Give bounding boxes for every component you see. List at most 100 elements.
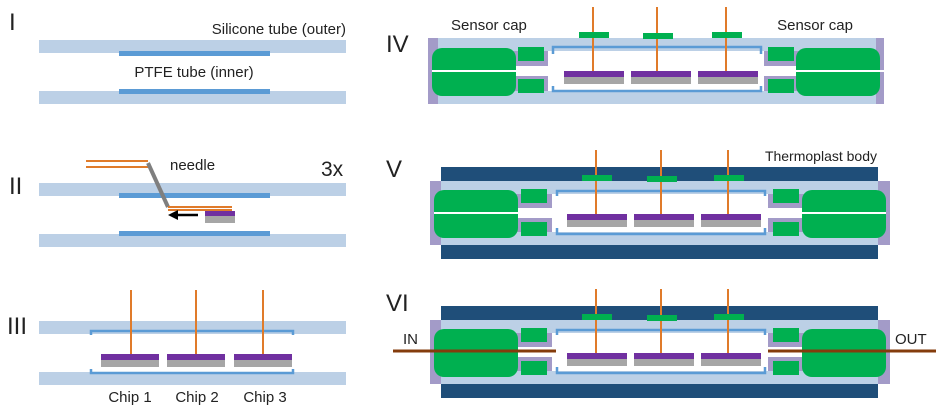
chip-1 [567,289,627,366]
silicone-tube-bottom-wall [441,232,878,245]
chip-3-electrode [701,214,761,220]
chip-3-sealant [712,32,742,38]
sensor-cap-left-plug [434,329,518,377]
ptfe-tube-top-wall [119,193,270,198]
thermoplast-body-label: Thermoplast body [765,148,877,164]
ptfe-tube-bottom-wall [119,89,270,94]
chip-2-electrode [634,214,694,220]
chip-1 [101,290,159,367]
chip-3 [701,150,761,227]
chip-3-substrate [701,220,761,227]
chip-electrode [205,211,235,216]
inlet-gap [518,208,554,218]
chip-3 [698,7,758,84]
chip-1-electrode [567,353,627,359]
chip-3 [701,289,761,366]
sensor-cap-left-seal-bottom [521,222,547,236]
chip-3-sealant [714,314,744,320]
sensor-cap-right-seal-bottom [773,361,799,375]
step-III: III Chip 1 Chip 2 Chip 3 [7,290,346,406]
step-label-I: I [9,9,16,36]
sensor-cap-right-seal-top [773,328,799,342]
chip-3 [234,290,292,367]
chip-2-sealant [647,315,677,321]
step-label-V: V [386,156,402,183]
chip-2-electrode [167,354,225,360]
silicone-tube-top-wall [39,40,346,53]
chip-2 [631,7,691,84]
sensor-cap-left-label: Sensor cap [451,17,527,34]
ptfe-tube-bottom-wall [555,228,767,236]
sensor-cap-left-seal-top [521,189,547,203]
ptfe-tube-bottom-wall [555,367,767,375]
chip-1-substrate [567,220,627,227]
inlet-gap [516,66,550,76]
chip-2 [634,150,694,227]
step-label-II: II [9,173,22,200]
chip-2-substrate [167,360,225,367]
chip-1-electrode [101,354,159,360]
sensor-cap-right-seal-top [773,189,799,203]
chip-1-label: Chip 1 [108,389,151,406]
ptfe-tube-bottom-wall [119,231,270,236]
chip-2-electrode [634,353,694,359]
chip-2-electrode [631,71,691,77]
step-VI: VI [386,289,936,398]
step-V: V [386,148,890,259]
repeat-count-label: 3x [321,158,344,181]
sensor-cap-left-seal-top [521,328,547,342]
chip-1 [564,7,624,84]
silicone-tube-bottom-wall [39,234,346,247]
step-I: I Silicone tube (outer) PTFE tube (inner… [9,9,346,104]
chip-3-sealant [714,175,744,181]
outlet-gap [766,208,802,218]
step-label-IV: IV [386,31,409,58]
chip-1 [567,150,627,227]
chip-3-electrode [234,354,292,360]
inlet-label: IN [403,331,418,348]
sensor-cap-right-seal-top [768,47,794,61]
chip-1-electrode [567,214,627,220]
step-label-III: III [7,313,27,340]
needle-label: needle [170,157,215,174]
silicone-tube-bottom-wall [39,91,346,104]
chip-3-substrate [701,359,761,366]
chip-2-substrate [634,359,694,366]
silicone-tube-label: Silicone tube (outer) [212,21,346,38]
sensor-cap-right-label: Sensor cap [777,17,853,34]
silicone-tube-top-wall [441,320,878,333]
silicone-tube-bottom-wall [441,371,878,384]
chip-3-label: Chip 3 [243,389,286,406]
insertion-arrow-head [168,210,178,220]
sensor-cap-right-plug [802,329,886,377]
chip-2-substrate [631,77,691,84]
step-label-VI: VI [386,290,409,317]
step-II: II needle 3x [9,157,346,247]
chip-2 [167,290,225,367]
chip-substrate [205,216,235,223]
ptfe-tube-bottom-wall [551,86,763,93]
thermoplast-body-bottom [441,384,878,398]
chip-2-sealant [643,33,673,39]
sensor-cap-right-seal-bottom [773,222,799,236]
sensor-cap-left-seal-top [518,47,544,61]
outlet-gap [762,66,796,76]
chip-1-substrate [101,360,159,367]
ptfe-tube-top-wall [119,51,270,56]
silicone-tube-top-wall [441,181,878,194]
chip-3-substrate [698,77,758,84]
thermoplast-body-bottom [441,245,878,259]
chip-1-substrate [564,77,624,84]
ptfe-tube-top-wall [89,329,295,335]
chip-2-substrate [634,220,694,227]
sensor-cap-right-seal-bottom [768,79,794,93]
chip-3-substrate [234,360,292,367]
chip-1-electrode [564,71,624,77]
chip-1-sealant [582,175,612,181]
thermoplast-body-top [441,306,878,320]
silicone-tube-bottom-wall [39,372,346,385]
needle-shaft [146,162,170,208]
chip-1-sealant [582,314,612,320]
silicone-tube-bottom-wall [438,91,876,104]
